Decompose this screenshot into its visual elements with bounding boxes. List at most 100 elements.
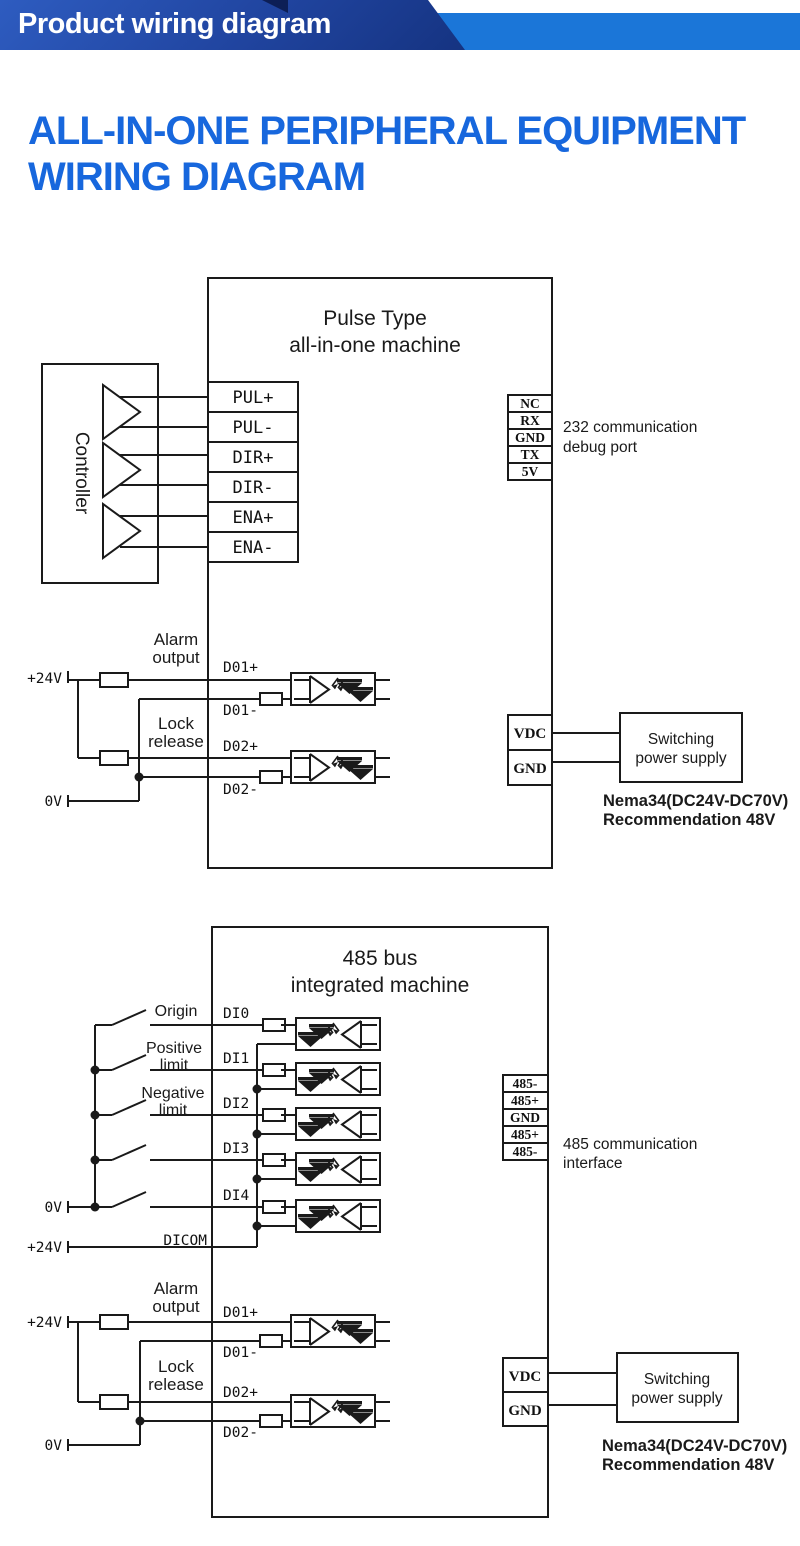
d2-lock-label-line2: release — [148, 1375, 204, 1394]
d1-terminal-cell — [207, 411, 299, 443]
d1-terminal-ena+: ENA+ — [233, 508, 274, 528]
d2-resistor — [99, 1394, 129, 1410]
d2-pin-vdc: VDC — [509, 1369, 542, 1385]
d2-comm-label-line1: 485 communication — [563, 1136, 697, 1153]
d2-comm-label-line2: interface — [563, 1155, 622, 1172]
d2-comm-pin-cell — [502, 1142, 549, 1161]
d1-pin-vdc: VDC — [514, 726, 547, 742]
d2-power-wires — [548, 1372, 617, 1406]
d2-alarm-label-line1: Alarm — [154, 1279, 198, 1298]
d1-driver-triangles — [102, 383, 142, 560]
page-title-line2: WIRING DIAGRAM — [28, 155, 366, 199]
d2-di-0v-label: 0V — [45, 1200, 63, 1216]
d2-output-wiring — [67, 1316, 290, 1451]
d1-psu-line1: Switching — [648, 731, 714, 748]
d2-junction-dot — [90, 1155, 100, 1165]
d1-terminal-block: PUL+ PUL- DIR+ DIR- ENA+ ENA- — [207, 381, 299, 563]
d2-resistor — [99, 1314, 129, 1330]
d1-pin-5v: 5V — [522, 464, 539, 479]
d1-output-wiring — [67, 671, 290, 807]
d2-do2+-label: D02+ — [223, 1385, 258, 1401]
d2-dicom-label: DICOM — [163, 1233, 207, 1249]
d1-terminal-cell — [207, 381, 299, 413]
d2-nema-line2: Recommendation 48V — [602, 1456, 774, 1474]
diagram1-pulse-type: Pulse Type all-in-one machine Controller… — [27, 277, 788, 869]
d1-terminal-dir+: DIR+ — [233, 448, 274, 468]
d2-0v-label: 0V — [45, 1438, 63, 1454]
d2-optocoupler-do1 — [290, 1314, 391, 1348]
d2-origin-label: Origin — [155, 1003, 198, 1020]
d1-optocoupler-do1 — [290, 672, 391, 706]
d2-psu-line1: Switching — [644, 1371, 710, 1388]
d2-junction-dot — [90, 1202, 100, 1212]
d2-optocoupler-di3 — [280, 1152, 381, 1186]
d1-comm-port: NC RX GND TX 5V 232 communication debug … — [507, 394, 697, 481]
banner-ribbon — [0, 0, 465, 50]
d2-junction-dot — [252, 1129, 262, 1139]
d2-24v-label: +24V — [27, 1315, 62, 1331]
d1-controller-label: Controller — [71, 432, 92, 515]
d1-terminal-cell — [207, 471, 299, 503]
d2-pin-485-minus-1: 485- — [513, 1076, 538, 1091]
page-title: ALL-IN-ONE PERIPHERAL EQUIPMENT WIRING D… — [28, 108, 746, 200]
d1-pin-gnd: GND — [515, 430, 545, 445]
d1-resistor — [259, 770, 283, 784]
d2-positive-limit-line2: limit — [160, 1057, 189, 1074]
d1-power-section: VDC GND Switching power supply Nema34(DC… — [507, 712, 788, 829]
d1-comm-label-line2: debug port — [563, 439, 638, 456]
d1-resistor — [99, 750, 129, 766]
d1-resistor — [99, 672, 129, 688]
d2-psu-line2: power supply — [631, 1390, 723, 1407]
d1-nema-line2: Recommendation 48V — [603, 811, 775, 829]
d2-junction-dot — [135, 1416, 145, 1426]
d1-do2--label: D02- — [223, 782, 258, 798]
d1-lock-label-line1: Lock — [158, 714, 194, 733]
d2-gnd-cell — [502, 1391, 549, 1427]
d2-optocoupler-do2 — [290, 1394, 391, 1428]
d1-machine-box — [207, 277, 553, 869]
d2-negative-limit-line2: limit — [159, 1102, 188, 1119]
d2-psu-box — [616, 1352, 739, 1423]
d1-terminal-cell — [207, 531, 299, 563]
d1-power-wires — [552, 732, 620, 763]
d2-pin-power-gnd: GND — [508, 1403, 542, 1419]
d2-do1--label: D01- — [223, 1345, 258, 1361]
d1-terminal-dir-: DIR- — [233, 478, 274, 498]
d1-pin-tx: TX — [521, 447, 540, 462]
d2-junction-dot — [90, 1110, 100, 1120]
diagram2-485-bus: 485 bus integrated machine Origin Positi — [27, 926, 787, 1518]
d1-alarm-label-line1: Alarm — [154, 630, 198, 649]
d1-optocoupler-do2 — [290, 750, 391, 784]
d1-pin-nc: NC — [520, 396, 540, 411]
d2-pin-485-minus-2: 485- — [513, 1144, 538, 1159]
d2-di4-label: DI4 — [223, 1188, 249, 1204]
d2-pin-485-plus-1: 485+ — [511, 1093, 539, 1108]
d2-do1+-label: D01+ — [223, 1305, 258, 1321]
d1-resistor — [259, 692, 283, 706]
d2-di2-label: DI2 — [223, 1096, 249, 1112]
d1-psu-line2: power supply — [635, 750, 727, 767]
d2-di-24v-label: +24V — [27, 1240, 62, 1256]
d1-pin-power-gnd: GND — [513, 761, 547, 777]
d2-resistor — [259, 1334, 283, 1348]
d1-24v-label: +24V — [27, 671, 62, 687]
header-banner: Product wiring diagram — [0, 0, 800, 50]
d2-optocoupler-di4 — [280, 1199, 381, 1233]
d2-optocoupler-di1 — [280, 1062, 381, 1096]
d1-do2+-label: D02+ — [223, 739, 258, 755]
d1-title-line1: Pulse Type — [323, 307, 427, 330]
d1-0v-label: 0V — [45, 794, 63, 810]
d1-comm-label-line1: 232 communication — [563, 419, 697, 436]
d1-do1+-label: D01+ — [223, 660, 258, 676]
d2-optocoupler-di2 — [280, 1107, 381, 1141]
d2-alarm-label-line2: output — [152, 1297, 200, 1316]
d2-optocoupler-di0 — [280, 1017, 381, 1051]
d2-di1-label: DI1 — [223, 1051, 249, 1067]
d2-lock-label-line1: Lock — [158, 1357, 194, 1376]
d1-controller-wires — [120, 396, 208, 548]
d1-gnd-cell — [507, 749, 553, 786]
d2-di0-label: DI0 — [223, 1006, 249, 1022]
d2-positive-limit-line1: Positive — [146, 1040, 202, 1057]
d1-terminal-ena-: ENA- — [233, 538, 274, 558]
